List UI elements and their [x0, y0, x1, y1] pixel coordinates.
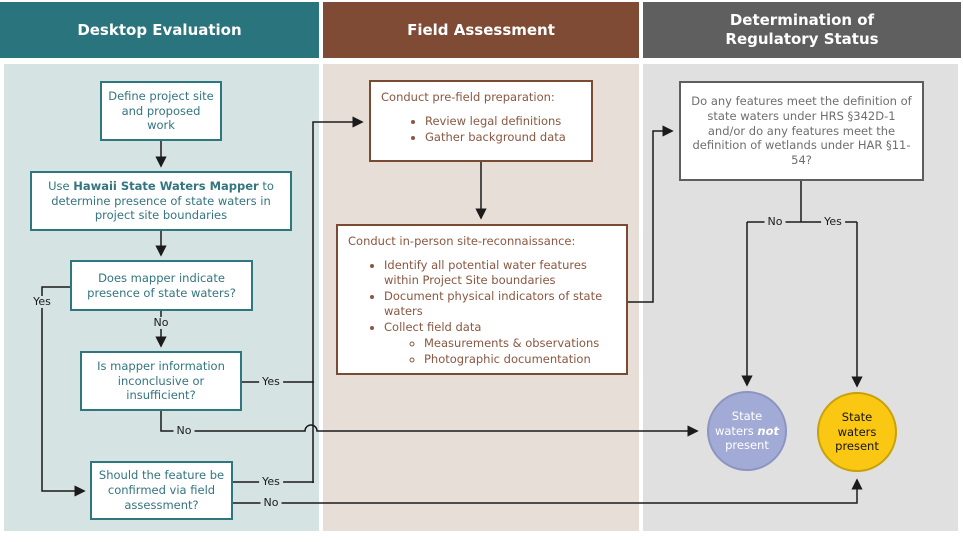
- column-header-desktop-evaluation: Desktop Evaluation: [0, 2, 319, 58]
- recon-bullet: Document physical indicators of state wa…: [384, 289, 616, 319]
- not-present-pre: State waters: [714, 408, 763, 438]
- recon-sub-bullet: Measurements & observations: [424, 336, 616, 351]
- prefield-bullet: Gather background data: [425, 130, 581, 145]
- connector-trunk-to-prefield: [312, 116, 364, 483]
- not-present-post: present: [725, 438, 769, 453]
- recon-bullet: Identify all potential water features wi…: [384, 258, 616, 288]
- connector-inconclusive-no-to-not-present: [160, 411, 699, 437]
- flow-box-mapper-indicates-waters: Does mapper indicate presence of state w…: [70, 260, 253, 311]
- edge-label-no-confirm: No: [260, 496, 282, 510]
- edge-label-yes-indicate: Yes: [30, 295, 54, 309]
- not-present-emph: not: [757, 423, 779, 438]
- recon-bullet: Collect field data Measurements & observ…: [384, 320, 616, 367]
- edge-label-no-question: No: [764, 215, 786, 229]
- connector-indicate-yes-to-confirm: [41, 286, 86, 497]
- flow-box-confirm-via-field-assessment: Should the feature be confirmed via fiel…: [90, 461, 233, 520]
- recon-sub-bullet: Photographic documentation: [424, 352, 616, 367]
- prefield-bullet-list: Review legal definitions Gather backgrou…: [381, 114, 581, 145]
- recon-bullet-list: Identify all potential water features wi…: [348, 258, 616, 367]
- edge-label-no-inconclusive: No: [173, 424, 195, 438]
- prefield-bullet: Review legal definitions: [425, 114, 581, 129]
- edge-label-yes-question: Yes: [821, 215, 845, 229]
- recon-title: Conduct in-person site-reconnaissance:: [348, 234, 576, 248]
- flow-box-use-state-waters-mapper: Use Hawaii State Waters Mapper to determ…: [30, 171, 292, 231]
- mapper-text-bold: Hawaii State Waters Mapper: [73, 178, 259, 193]
- edge-label-yes-confirm: Yes: [259, 475, 283, 489]
- recon-sub-bullet-list: Measurements & observations Photographic…: [384, 336, 616, 367]
- flow-box-site-reconnaissance: Conduct in-person site-reconnaissance: I…: [336, 224, 628, 375]
- prefield-title: Conduct pre-field preparation:: [381, 90, 555, 104]
- flow-box-prefield-preparation: Conduct pre-field preparation: Review le…: [369, 80, 593, 162]
- outcome-circle-waters-present: State waters present: [817, 392, 897, 472]
- flow-box-define-project-site: Define project site and proposed work: [100, 81, 222, 141]
- connector-recon-to-question: [628, 125, 674, 303]
- mapper-text-pre: Use: [48, 178, 74, 193]
- edge-label-yes-inconclusive: Yes: [259, 375, 283, 389]
- flow-box-mapper-inconclusive: Is mapper information inconclusive or in…: [80, 351, 242, 411]
- flow-box-regulatory-question: Do any features meet the definition of s…: [679, 81, 924, 181]
- connector-confirm-no-to-present: [233, 478, 863, 504]
- edge-label-no-indicate: No: [150, 316, 172, 330]
- recon-bullet-label: Collect field data: [384, 319, 482, 334]
- column-header-determination-regulatory-status: Determination of Regulatory Status: [643, 2, 961, 58]
- outcome-circle-waters-not-present: State waters not present: [707, 391, 787, 471]
- mapper-text-post: to determine presence of state waters in…: [51, 178, 274, 223]
- column-header-field-assessment: Field Assessment: [323, 2, 639, 58]
